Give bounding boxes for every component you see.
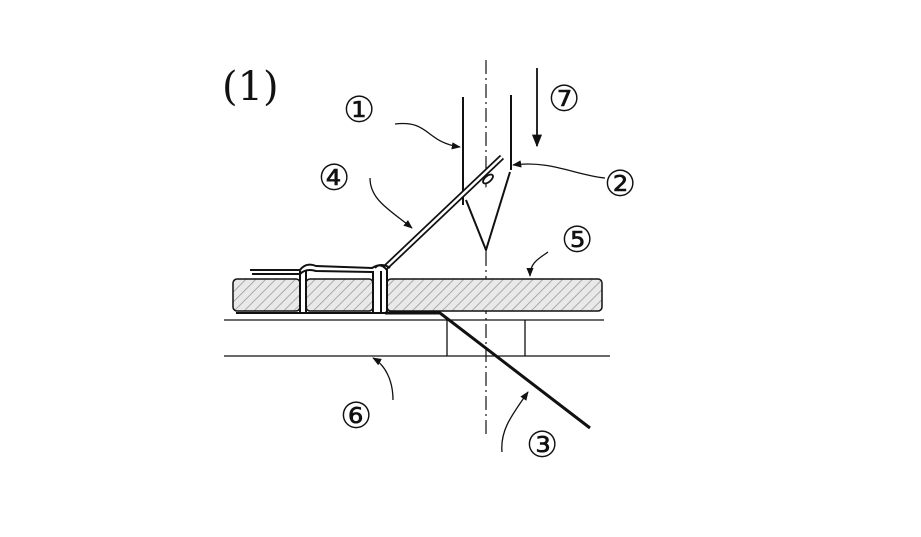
needle (462, 95, 512, 254)
callout-3: ③ (526, 425, 558, 466)
figure-label: (1) (222, 64, 279, 110)
callout-6: ⑥ (340, 396, 372, 437)
callout-7: ⑦ (548, 79, 580, 120)
callout-5: ⑤ (561, 220, 593, 261)
fabric (232, 278, 603, 312)
leader-lines (369, 122, 606, 453)
callout-4: ④ (318, 158, 350, 199)
upper-thread (382, 154, 505, 271)
needle-plate (224, 319, 610, 357)
callout-2: ② (604, 164, 636, 205)
lower-thread (385, 311, 591, 430)
callout-1: ① (343, 90, 375, 131)
stitch-loops (236, 263, 440, 314)
